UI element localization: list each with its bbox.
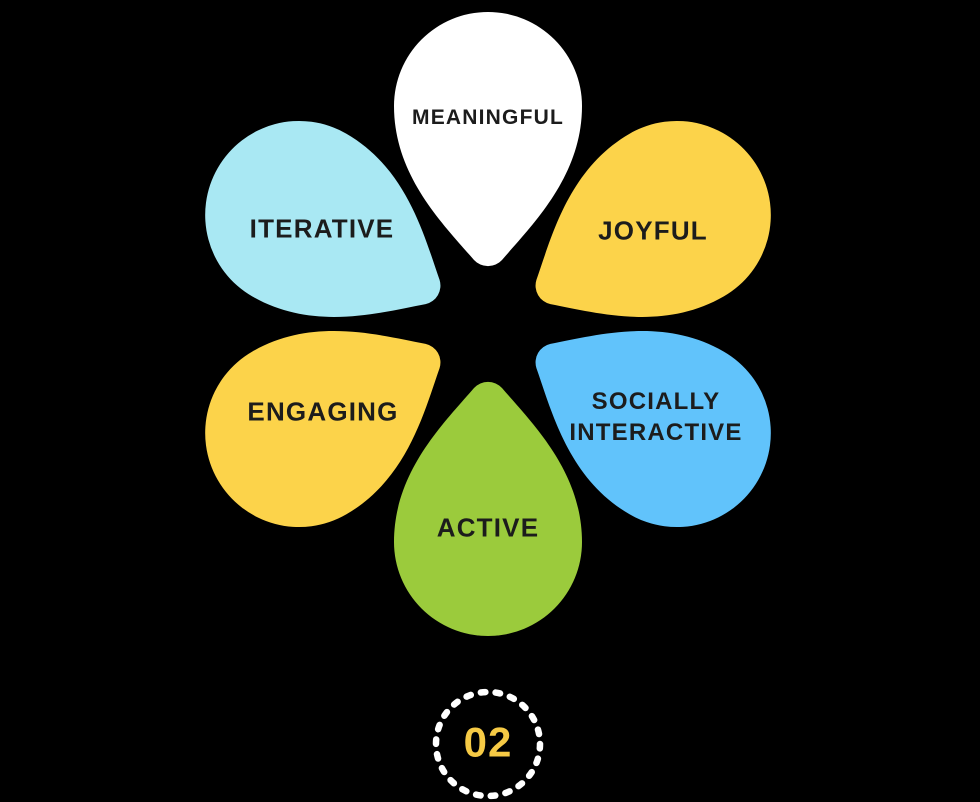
badge-dotted-ring [432, 688, 544, 800]
petal-label-line-interactive: INTERACTIVE [569, 419, 743, 446]
petal-label-line-socially: SOCIALLY [591, 388, 721, 415]
petal-label-engaging: ENGAGING [247, 396, 399, 427]
petal-label-socially-interactive: SOCIALLY INTERACTIVE [569, 386, 742, 448]
petal-meaningful [394, 11, 582, 267]
petal-engaging [205, 331, 441, 527]
petal-label-joyful: JOYFUL [598, 215, 708, 246]
petal-joyful [535, 121, 771, 317]
petal-label-iterative: ITERATIVE [249, 213, 395, 244]
petal-active [394, 381, 582, 637]
badge-number: 02 [463, 718, 513, 766]
petal-group [205, 11, 771, 637]
petal-label-active: ACTIVE [436, 512, 540, 543]
petal-iterative [205, 121, 441, 317]
petal-socially-interactive [535, 331, 771, 527]
petal-label-meaningful: MEANINGFUL [412, 106, 564, 129]
